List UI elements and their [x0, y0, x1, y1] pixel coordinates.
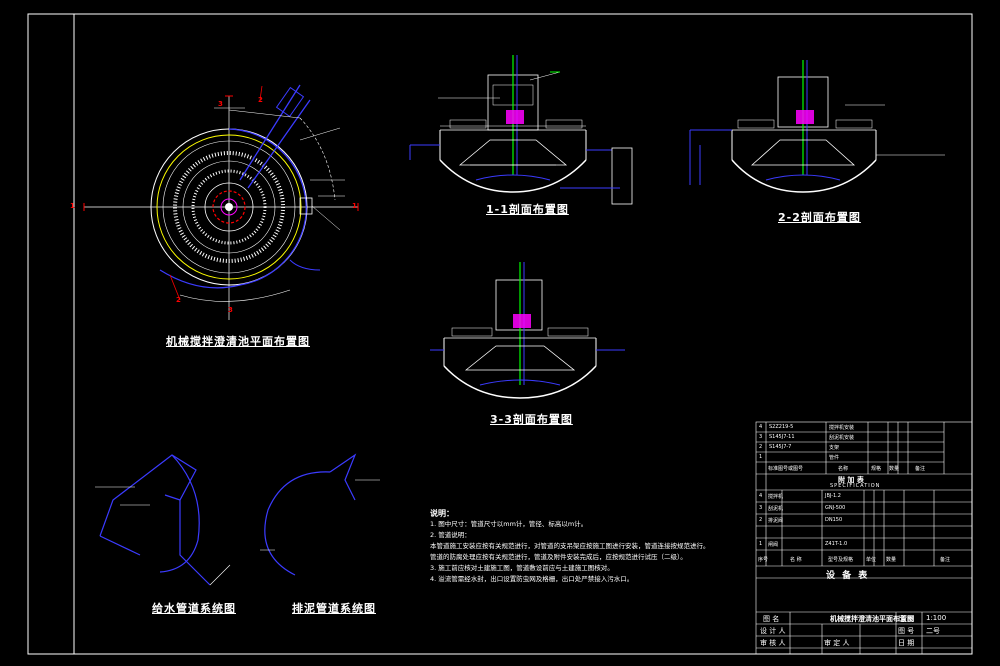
upper-row-no: 3: [759, 434, 763, 440]
upper-row-no: 2: [759, 444, 763, 450]
date-label: 日 期: [898, 639, 915, 647]
upper-row-name: 刮泥机安装: [829, 435, 855, 441]
table-caption: 附 加 表: [838, 476, 864, 484]
lower-header-cell: 单位: [866, 557, 877, 563]
note-line: 1. 图中尺寸：管道尺寸以mm计，管径、标高以m计。: [430, 520, 588, 528]
lower-header-cell: 序号: [758, 557, 769, 563]
lower-row-spec: DN150: [825, 517, 843, 523]
upper-header-cell: 名称: [838, 466, 849, 472]
section-mark: 1: [352, 202, 358, 210]
upper-header-cell: 规格: [871, 466, 882, 472]
lower-row-no: 2: [759, 517, 763, 523]
upper-header-cell: 备注: [915, 466, 926, 472]
lower-row-no: 1: [759, 541, 763, 547]
section-mark: 1: [70, 202, 76, 210]
checker-label: 审 核 人: [760, 639, 786, 647]
inlet-piping-title: 给水管道系统图: [152, 602, 236, 615]
scale-label: 比 例: [898, 615, 915, 623]
lower-header-cell: 型号及规格: [828, 557, 854, 563]
section-3-3-view: [430, 262, 625, 399]
lower-row-spec: GNJ-500: [825, 505, 846, 511]
upper-row-name: 管件: [829, 455, 840, 461]
lower-row-name: 排泥阀: [768, 518, 784, 524]
note-line: 3. 施工前应核对土建施工图，管道敷设前应与土建施工图核对。: [430, 564, 614, 572]
lower-header-cell: 数量: [886, 557, 897, 563]
drawing-notes: 说明： 1. 图中尺寸：管道尺寸以mm计，管径、标高以m计。 2. 管道说明： …: [430, 508, 710, 585]
section-3-3-title: 3-3剖面布置图: [490, 413, 573, 426]
lower-header-cell: 备注: [940, 557, 951, 563]
plan-view: [83, 84, 359, 320]
section-1-1-title: 1-1剖面布置图: [486, 203, 569, 216]
upper-row-code: S145J7-7: [769, 444, 792, 450]
upper-row-name: 支架: [829, 445, 840, 451]
section-2-2-view: [689, 60, 945, 193]
drain-piping-isometric: [260, 453, 380, 576]
approver-label: 审 定 人: [824, 639, 850, 647]
upper-row-code: S145J7-11: [769, 434, 795, 440]
equipment-caption: 设 备 表: [826, 571, 870, 581]
note-line: 本管道施工安装应按有关规范进行，对管道的支吊架应按施工图进行安装，管道连接按规范…: [430, 542, 710, 550]
drawing-name: 机械搅拌澄清池平面布置图: [830, 615, 914, 623]
section-mark: 2: [258, 96, 264, 104]
equipment-table-grid: [755, 421, 973, 655]
note-line: 2. 管道说明：: [430, 531, 471, 539]
scale-value: 1:100: [926, 614, 947, 622]
upper-header-cell: 标准图号或图号: [768, 466, 804, 472]
sheet-value: 二号: [926, 627, 940, 635]
section-mark: 3: [228, 306, 234, 314]
lower-row-no: 3: [759, 505, 763, 511]
upper-row-no: 4: [759, 424, 763, 430]
upper-row-name: 搅拌机安装: [829, 425, 855, 431]
table-caption-sub: SPECIFICATION: [830, 483, 881, 489]
sheet-label: 图 号: [898, 627, 915, 635]
upper-header-cell: 数量: [889, 466, 900, 472]
plan-view-title: 机械搅拌澄清池平面布置图: [166, 335, 310, 348]
notes-heading: 说明：: [430, 509, 454, 518]
lower-row-spec: Z41T-1.0: [825, 541, 848, 547]
upper-row-code: S2Z219-5: [769, 424, 794, 430]
section-1-1-view: [409, 55, 633, 205]
lower-row-name: 搅拌机: [768, 494, 784, 500]
lower-row-name: 刮泥机: [768, 506, 784, 512]
drain-piping-title: 排泥管道系统图: [292, 602, 376, 615]
inner-border: [73, 13, 973, 655]
note-line: 管道的防腐处理应按有关规范进行，管道及附件安装完成后，应按规范进行试压（二级）。: [430, 553, 687, 561]
title-label: 图 名: [763, 615, 780, 623]
section-2-2-title: 2-2剖面布置图: [778, 211, 861, 224]
inlet-piping-isometric: [95, 454, 231, 586]
lower-row-no: 4: [759, 493, 763, 499]
note-line: 4. 溢流管需经水封，出口设置防虫网及格栅，出口处严禁接入污水口。: [430, 575, 634, 583]
lower-header-cell: 名 称: [790, 557, 802, 563]
section-mark: 2: [176, 296, 182, 304]
upper-row-no: 1: [759, 454, 763, 460]
designer-label: 设 计 人: [760, 627, 786, 635]
section-mark: 3: [218, 100, 224, 108]
lower-row-spec: JBJ-1.2: [825, 493, 841, 499]
lower-row-name: 闸阀: [768, 542, 779, 548]
